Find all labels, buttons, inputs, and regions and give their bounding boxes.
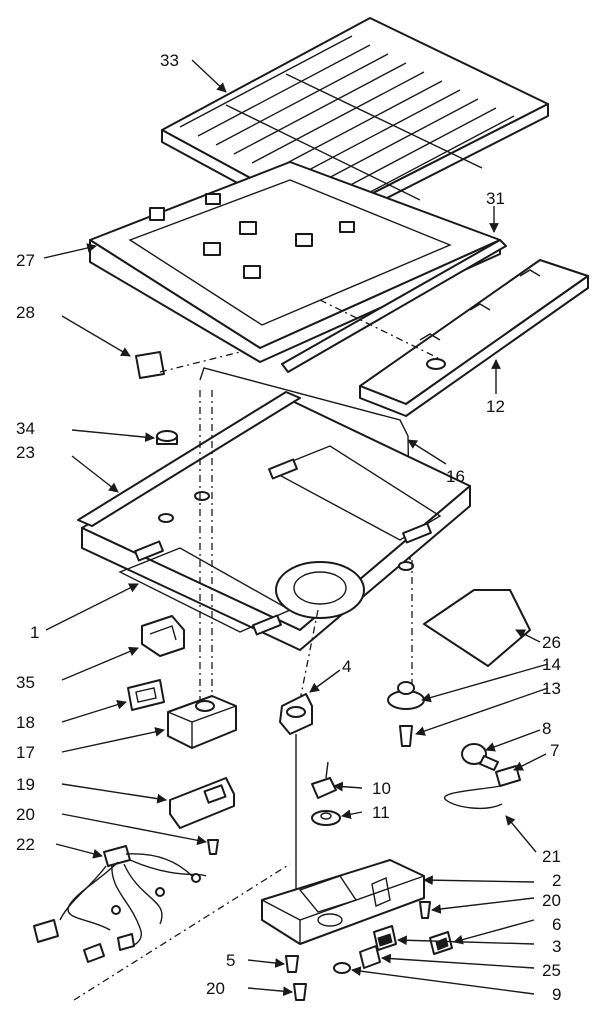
part-27-frame bbox=[89, 161, 501, 363]
callout-10: 10 bbox=[372, 779, 391, 798]
callout-19: 19 bbox=[16, 775, 35, 794]
part-25-connector bbox=[359, 945, 381, 969]
callout-16: 16 bbox=[446, 467, 465, 486]
part-18-plate bbox=[127, 679, 165, 711]
part-5-screw bbox=[285, 955, 299, 973]
part-10-sensor bbox=[311, 761, 337, 799]
callout-17: 17 bbox=[16, 743, 35, 762]
callout-20-a: 20 bbox=[16, 805, 35, 824]
part-20-screw-c bbox=[293, 983, 307, 1001]
part-22-harness bbox=[33, 845, 207, 963]
callout-20-b: 20 bbox=[542, 891, 561, 910]
callout-20-c: 20 bbox=[206, 979, 225, 998]
callout-31: 31 bbox=[486, 189, 505, 208]
callout-28: 28 bbox=[16, 303, 35, 322]
part-13-screw bbox=[399, 725, 413, 747]
part-9-button bbox=[333, 962, 351, 974]
part-19-switch bbox=[169, 777, 235, 829]
callout-9: 9 bbox=[552, 985, 561, 1004]
callout-22: 22 bbox=[16, 835, 35, 854]
part-12-rail bbox=[359, 259, 589, 417]
callout-5: 5 bbox=[226, 951, 235, 970]
part-34-screw bbox=[156, 430, 178, 445]
callout-25: 25 bbox=[542, 961, 561, 980]
part-3-connector bbox=[373, 925, 397, 951]
part-2-lower-housing bbox=[261, 859, 425, 945]
callout-7: 7 bbox=[550, 741, 559, 760]
callout-34: 34 bbox=[16, 419, 35, 438]
part-17-housing bbox=[167, 695, 237, 749]
callout-1: 1 bbox=[30, 623, 39, 642]
part-21-wire bbox=[443, 785, 503, 810]
callout-11: 11 bbox=[372, 803, 390, 822]
part-23-base-tray bbox=[77, 391, 471, 651]
part-35-bracket bbox=[141, 615, 185, 657]
part-28-pad bbox=[135, 351, 165, 379]
part-20-screw-a bbox=[207, 839, 219, 855]
part-8-bulb bbox=[461, 743, 499, 771]
callout-33: 33 bbox=[160, 51, 179, 70]
part-4-thermostat bbox=[279, 693, 313, 900]
part-7-socket bbox=[495, 765, 521, 787]
callout-labels: 33 31 27 28 12 34 23 16 1 26 35 4 14 13 … bbox=[16, 51, 561, 1004]
callout-21: 21 bbox=[542, 847, 561, 866]
part-31-rod bbox=[281, 239, 507, 373]
callout-18: 18 bbox=[16, 713, 35, 732]
part-6-switch bbox=[429, 931, 453, 955]
callout-12: 12 bbox=[486, 397, 505, 416]
callout-2: 2 bbox=[552, 871, 561, 890]
callout-13: 13 bbox=[542, 679, 561, 698]
callout-3: 3 bbox=[552, 937, 561, 956]
part-26-cover bbox=[423, 589, 531, 667]
assembly-lines bbox=[73, 299, 439, 1001]
callout-8: 8 bbox=[542, 719, 551, 738]
leader-lines bbox=[43, 59, 549, 997]
callout-14: 14 bbox=[542, 655, 561, 674]
callout-35: 35 bbox=[16, 673, 35, 692]
callout-23: 23 bbox=[16, 443, 35, 462]
part-20-screw-b bbox=[419, 901, 431, 919]
callout-4: 4 bbox=[342, 657, 351, 676]
callout-6: 6 bbox=[552, 915, 561, 934]
part-14-knob bbox=[387, 681, 425, 710]
callout-26: 26 bbox=[542, 633, 561, 652]
part-11-knob bbox=[311, 810, 341, 826]
callout-27: 27 bbox=[16, 251, 35, 270]
